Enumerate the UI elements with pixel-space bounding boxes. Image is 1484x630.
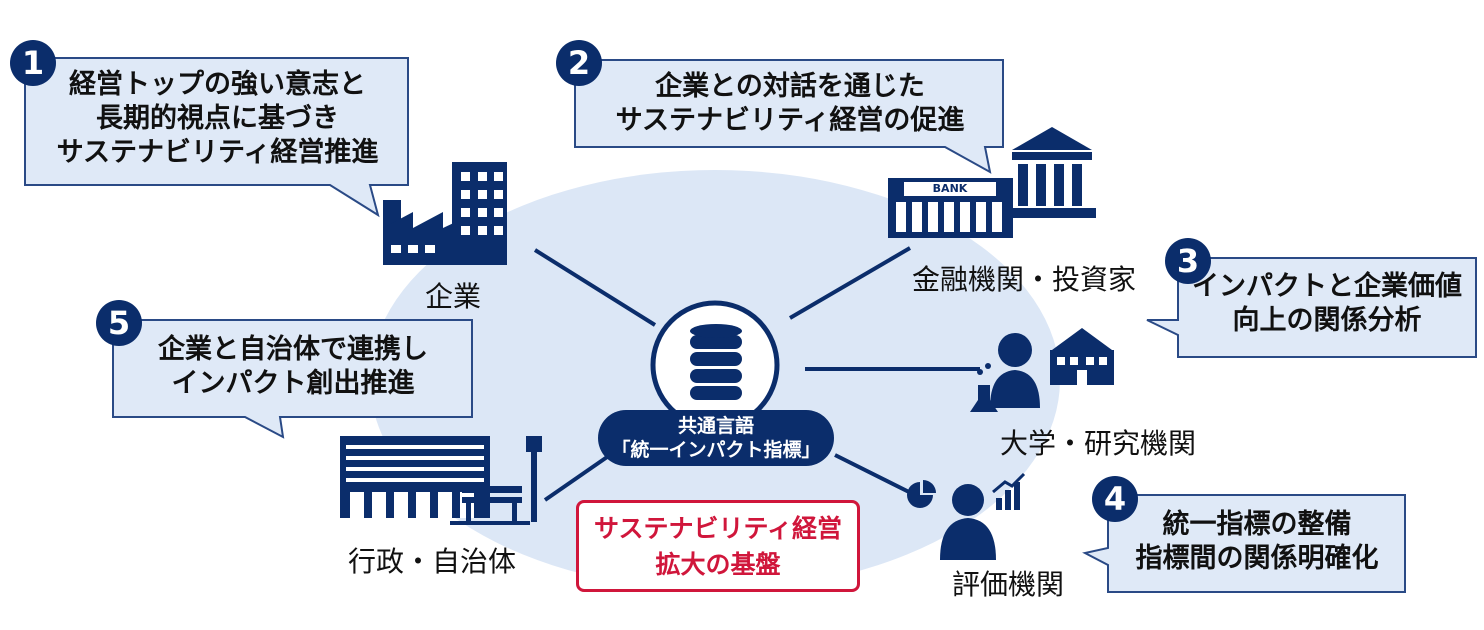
- bubble-3-line-1: インパクトと企業価値: [1192, 271, 1462, 302]
- connector-rating: [834, 453, 916, 497]
- foundation-box: サステナビリティ経営 拡大の基盤: [576, 500, 860, 592]
- bubble-2-line-1: 企業との対話を通じた: [655, 71, 925, 102]
- bubble-1-number: 1: [10, 40, 56, 86]
- bubble-2-text: 企業との対話を通じた サステナビリティ経営の促進: [580, 70, 1000, 138]
- bubble-1-shape: [24, 57, 409, 218]
- actor-label-finance: 金融機関・投資家: [912, 263, 1137, 296]
- bubble-1-line-1: 経営トップの強い意志と: [69, 69, 366, 100]
- hub-pill: [598, 410, 834, 466]
- hub-label: 共通言語 「統一インパクト指標」: [598, 414, 834, 462]
- bank-icon: [888, 127, 1096, 238]
- actor-label-company: 企業: [425, 280, 482, 313]
- bench-icon: [450, 486, 530, 525]
- bubble-4-number: 4: [1092, 476, 1138, 522]
- actor-label-rating: 評価機関: [952, 568, 1065, 601]
- actor-label-government: 行政・自治体: [348, 545, 517, 578]
- bubble-1-text: 経営トップの強い意志と 長期的視点に基づき サステナビリティ経営推進: [30, 68, 405, 170]
- bubble-5-text: 企業と自治体で連携し インパクト創出推進: [118, 333, 468, 401]
- bubble-4-line-1: 統一指標の整備: [1162, 509, 1352, 540]
- bubble-3-line-2: 向上の関係分析: [1232, 305, 1422, 336]
- researcher-icon: [970, 333, 1040, 412]
- bubble-4-shape: [1082, 494, 1406, 593]
- foundation-line-1: サステナビリティ経営: [593, 514, 842, 543]
- city-building-icon: [340, 436, 490, 518]
- bubble-3-shape: [1146, 257, 1477, 358]
- bubble-5-line-1: 企業と自治体で連携し: [158, 334, 428, 365]
- foundation-line-2: 拡大の基盤: [655, 550, 781, 579]
- school-icon: [1050, 328, 1114, 385]
- bubble-2-number: 2: [556, 40, 602, 86]
- database-icon: [690, 324, 742, 400]
- bubble-2-line-2: サステナビリティ経営の促進: [615, 105, 965, 136]
- bubble-3-text: インパクトと企業価値 向上の関係分析: [1182, 270, 1472, 338]
- bubble-1-line-2: 長期的視点に基づき: [96, 103, 339, 134]
- connector-lines: [533, 246, 980, 502]
- bubble-2-shape: [574, 59, 1004, 174]
- hub-label-line-2: 「統一インパクト指標」: [611, 439, 821, 461]
- hub-label-line-1: 共通言語: [677, 415, 754, 437]
- bubble-5-line-2: インパクト創出推進: [171, 368, 415, 399]
- bubble-5-number: 5: [96, 300, 142, 346]
- bank-sign: BANK: [932, 182, 968, 195]
- connector-company: [533, 248, 657, 327]
- actor-label-academia: 大学・研究機関: [1000, 427, 1197, 460]
- factory-icon: [383, 162, 507, 265]
- bubble-3-number: 3: [1165, 238, 1211, 284]
- connector-finance: [788, 246, 912, 320]
- street-lamp-icon: [526, 436, 542, 522]
- bubble-5-shape: [112, 319, 473, 439]
- connector-government: [543, 453, 612, 502]
- bubble-1-line-3: サステナビリティ経営推進: [56, 137, 379, 168]
- bubble-4-text: 統一指標の整備 指標間の関係明確化: [1112, 508, 1402, 576]
- bubble-4-line-2: 指標間の関係明確化: [1135, 543, 1379, 574]
- analyst-icon: [907, 472, 1026, 560]
